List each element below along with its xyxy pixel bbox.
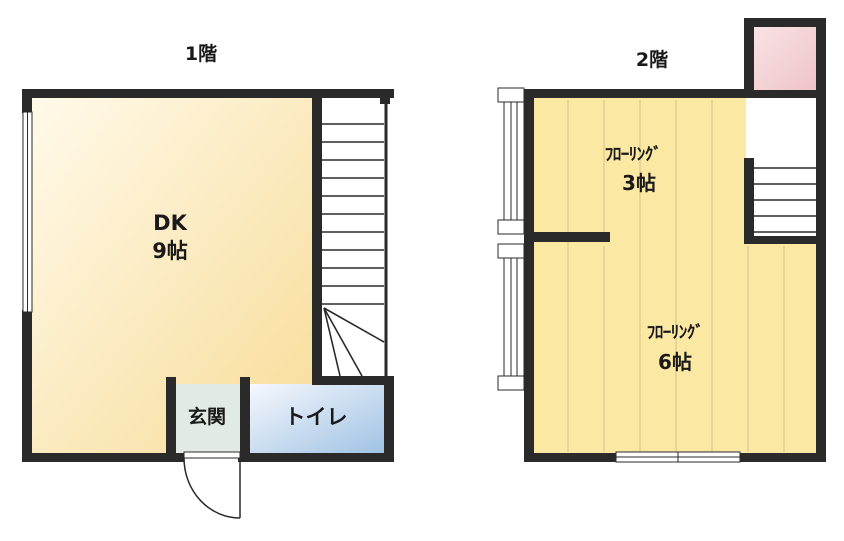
window-2f-left-upper: [497, 87, 525, 235]
floor1-plan: [22, 89, 394, 519]
walls-2f: [524, 18, 826, 462]
window-1f-left: [22, 111, 33, 313]
window-2f-bottom: [615, 451, 741, 463]
floor2-plan: [497, 18, 826, 463]
window-2f-left-lower: [497, 243, 525, 391]
flooring-3-size: 3帖: [622, 171, 656, 195]
flooring-6-size: 6帖: [658, 350, 692, 374]
entrance-label: 玄関: [187, 406, 226, 428]
flooring-6-name: ﾌﾛｰﾘﾝｸﾞ: [646, 323, 704, 343]
entrance-door: [183, 451, 241, 519]
floor2-label: 2階: [635, 49, 669, 71]
dk-room-size: 9帖: [152, 239, 188, 263]
staircase-1f: [312, 92, 390, 384]
walls-1f: [22, 89, 394, 462]
dk-room-name: DK: [153, 211, 187, 235]
toilet-floor: [246, 384, 384, 454]
floor1-label: 1階: [184, 43, 218, 65]
entrance-floor: [172, 384, 242, 454]
toilet-label: トイレ: [284, 405, 348, 429]
flooring-3-name: ﾌﾛｰﾘﾝｸﾞ: [604, 145, 662, 165]
flooring-planks: [567, 100, 785, 452]
staircase-2f: [752, 164, 818, 238]
closet-2f: [752, 26, 816, 90]
